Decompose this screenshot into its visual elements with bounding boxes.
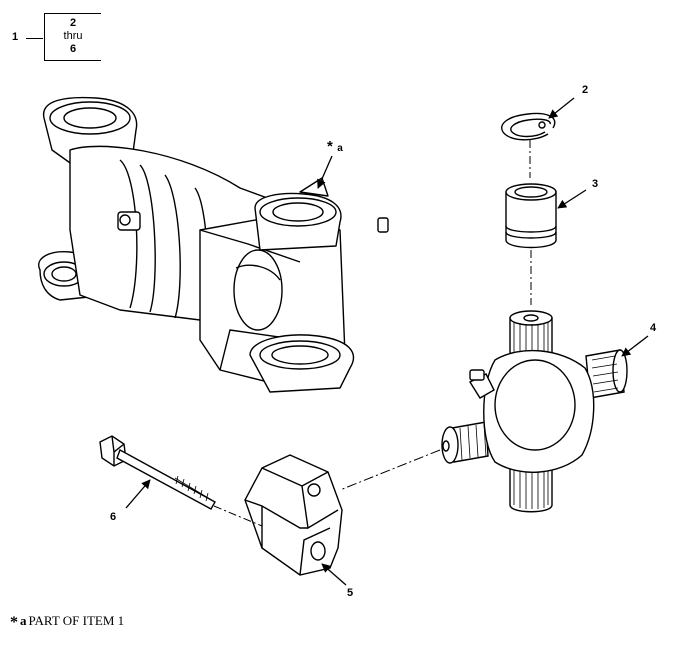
yoke-drawing: [38, 96, 389, 393]
range-start: 2: [69, 17, 77, 29]
spider-cross-drawing: [441, 310, 628, 513]
range-end: 6: [69, 43, 77, 55]
arrow-3: [557, 189, 587, 209]
arrow-6: [125, 479, 151, 509]
callout-star-a: * a: [327, 138, 343, 156]
arrow-2: [548, 97, 575, 119]
callout-4: 4: [650, 322, 657, 334]
arrow-5: [321, 563, 347, 586]
arrow-4: [621, 335, 649, 357]
snap-ring-drawing: [501, 112, 556, 141]
bracket-leader-line: [26, 38, 43, 39]
arrow-star-a: [317, 155, 333, 189]
callout-2: 2: [582, 84, 589, 96]
callout-star-letter: a: [337, 143, 343, 154]
footnote-star: *: [10, 614, 18, 631]
callout-5: 5: [347, 587, 354, 599]
footnote-letter: a: [20, 613, 27, 628]
range-word: thru: [63, 30, 83, 42]
callout-3: 3: [592, 178, 599, 190]
centerline-4-5: [339, 449, 441, 491]
centerline-6-5: [213, 505, 263, 527]
footnote-text: PART OF ITEM 1: [28, 613, 125, 628]
callout-6: 6: [110, 511, 117, 523]
item-1-label: 1: [12, 31, 19, 43]
bolt-drawing: [99, 435, 216, 510]
callout-star: *: [327, 138, 333, 155]
item-range-bracket: 2 thru 6: [44, 13, 101, 61]
bearing-strap-drawing: [244, 454, 343, 576]
bearing-cup-drawing: [505, 183, 557, 249]
